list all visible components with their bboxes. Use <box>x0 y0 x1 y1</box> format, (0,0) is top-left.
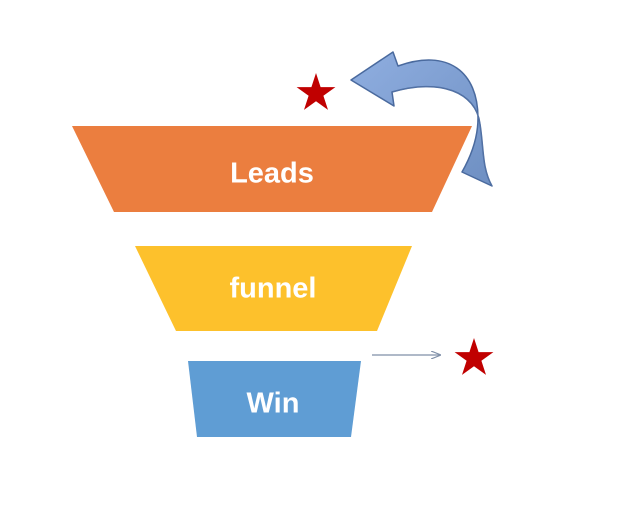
stage-shape <box>188 361 361 437</box>
stage-label-leads: Leads <box>230 158 314 190</box>
curved-return-arrow <box>350 51 493 187</box>
funnel-stage-win: Win <box>188 361 361 437</box>
star-icon <box>454 338 494 375</box>
stage-label-win: Win <box>247 388 300 420</box>
stage-shape <box>72 126 472 212</box>
stage-label-funnel: funnel <box>230 273 317 305</box>
funnel-stage-leads: Leads <box>72 126 472 212</box>
funnel-stage-funnel: funnel <box>135 246 412 331</box>
star-icon <box>296 73 336 110</box>
stage-shape <box>135 246 412 331</box>
